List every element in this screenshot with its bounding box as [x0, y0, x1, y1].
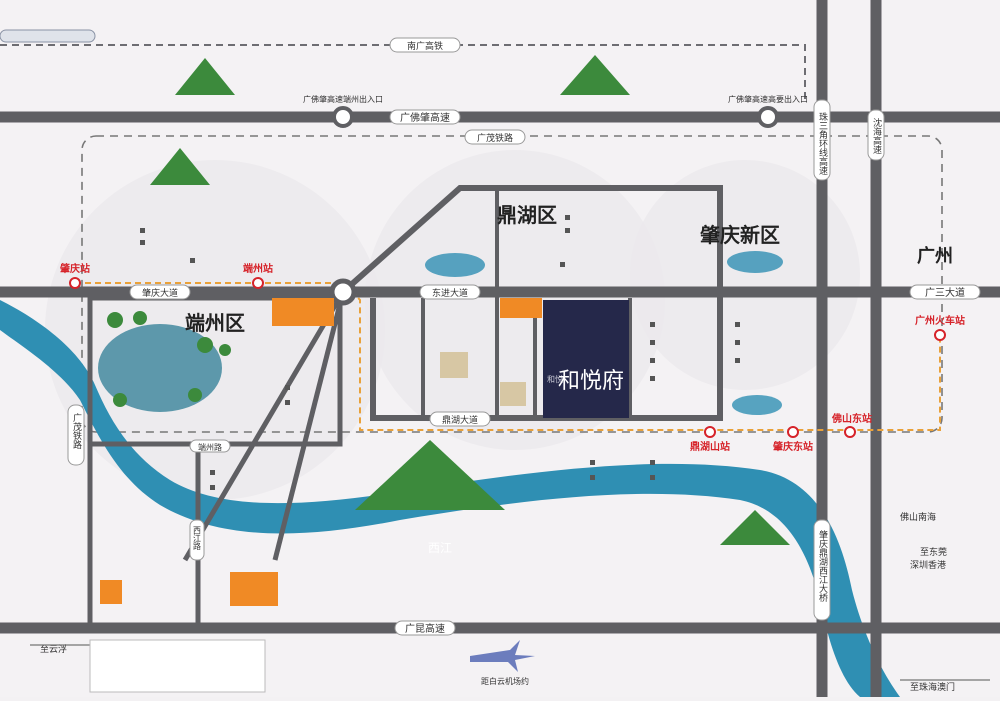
station-zhaoqing-marker [69, 277, 81, 289]
airplane-icon [470, 640, 535, 672]
station-foshan-east: 佛山东站 [831, 412, 872, 425]
dir-nanhai: 佛山南海 [900, 511, 936, 523]
label-xijiang-road: 西江路 [193, 526, 202, 550]
tan-block-2 [500, 382, 526, 406]
label-shenhai: 沈海高速 [871, 117, 882, 155]
district-guangzhou: 广州 [917, 245, 953, 267]
tree-icons [107, 311, 231, 407]
station-duanzhou-marker [252, 277, 264, 289]
duanzhou-radius [45, 160, 385, 500]
interchange-right [757, 106, 779, 128]
label-guangmao: 广茂铁路 [477, 132, 513, 144]
label-nanguang: 南广高铁 [407, 40, 443, 52]
dinghu-ring [341, 185, 723, 421]
dinghu-lake [425, 253, 485, 277]
label-xijiang: 西江 [428, 541, 452, 555]
newarea-radius [630, 160, 860, 390]
new-area-lake [727, 251, 783, 273]
station-zhaoqingeast-marker [787, 426, 799, 438]
project-block [543, 300, 629, 418]
legend-box [89, 639, 266, 693]
label-dongjin: 东进大道 [432, 287, 468, 299]
interchange-center [329, 278, 357, 306]
dir-yunfu: 至云浮 [40, 643, 67, 655]
dir-hkmacau: 至珠海澳门 [910, 681, 955, 693]
project-name: 和悦府 [558, 369, 624, 394]
label-guangsan: 广三大道 [925, 286, 965, 299]
label-bridge: 肇庆鼎湖西江大桥 [817, 529, 828, 603]
east-lake [732, 395, 782, 415]
station-dinghushan-marker [704, 426, 716, 438]
dinghu-orange-block [500, 298, 542, 318]
duanzhou-orange-block [272, 298, 334, 326]
west-orange-block [100, 580, 122, 604]
dir-dongguan: 至东莞 [920, 546, 947, 558]
district-zhaoqing-new: 肇庆新区 [700, 223, 780, 247]
label-duanzhou-road: 端州路 [198, 442, 222, 452]
entrance-right: 广佛肇高速高要出入口 [728, 94, 808, 104]
boundary-dashed [81, 135, 943, 433]
dir-airport: 距白云机场约 [481, 676, 529, 686]
rail-intercity [75, 282, 941, 431]
south-orange-block [230, 572, 278, 606]
district-duanzhou: 端州区 [185, 311, 245, 335]
station-foshaneast-marker [844, 426, 856, 438]
label-guangmao-w: 广茂铁路 [71, 412, 82, 450]
label-zhusanjiao: 珠三角环线高速 [817, 111, 828, 176]
district-dinghu: 鼎湖区 [497, 203, 557, 227]
project-prefix: 和悦 [547, 374, 563, 384]
road-diagonal-1 [182, 290, 346, 562]
station-dinghushan: 鼎湖山站 [690, 440, 730, 453]
train-icon [0, 29, 96, 43]
poi-markers [140, 210, 740, 490]
station-zhaoqing-east: 肇庆东站 [772, 440, 813, 453]
station-guangzhou-marker [934, 329, 946, 341]
label-guangkun: 广昆高速 [405, 622, 445, 635]
label-dinghu-avenue: 鼎湖大道 [442, 414, 478, 426]
station-duanzhou: 端州站 [243, 262, 273, 275]
station-guangzhou: 广州火车站 [915, 314, 965, 327]
interchange-left [332, 106, 354, 128]
tan-block-1 [440, 352, 468, 378]
road-diagonal-2 [272, 291, 346, 561]
mountain-icons [150, 55, 790, 545]
dir-shenzhen: 深圳香港 [910, 559, 946, 571]
label-zhaoqing-avenue: 肇庆大道 [142, 287, 178, 299]
entrance-left: 广佛肇高速端州出入口 [303, 94, 383, 104]
rail-nanguang [0, 44, 806, 100]
label-guangfozhao: 广佛肇高速 [400, 111, 450, 124]
station-zhaoqing: 肇庆站 [59, 262, 90, 275]
